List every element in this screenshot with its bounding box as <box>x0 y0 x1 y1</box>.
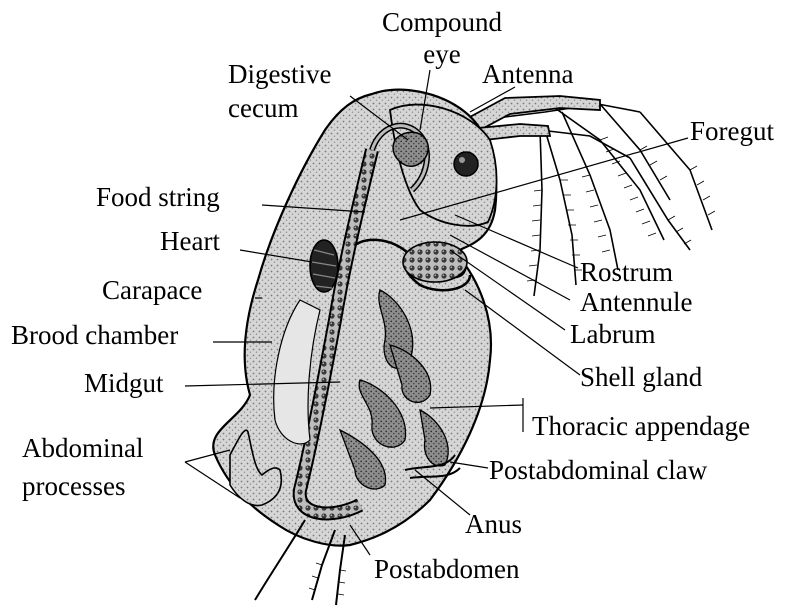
label-postabdominal-claw: Postabdominal claw <box>489 456 707 484</box>
label-antennule: Antennule <box>580 288 692 316</box>
label-abdominal-processes-line2: processes <box>22 472 125 500</box>
label-abdominal-processes-line1: Abdominal <box>22 434 144 462</box>
label-rostrum: Rostrum <box>580 258 673 286</box>
label-digestive-cecum-line2: cecum <box>228 94 298 122</box>
label-carapace: Carapace <box>102 276 202 304</box>
label-digestive-cecum-line1: Digestive <box>228 60 331 88</box>
label-midgut: Midgut <box>84 369 164 397</box>
label-postabdomen: Postabdomen <box>374 555 520 583</box>
label-antenna: Antenna <box>482 60 573 88</box>
ganglion-cluster <box>403 242 467 282</box>
label-anus: Anus <box>465 510 522 538</box>
label-compound-eye-line1: Compound <box>372 8 512 36</box>
label-shell-gland: Shell gland <box>580 363 702 391</box>
label-food-string: Food string <box>96 183 220 211</box>
digestive-cecum-shape <box>393 132 428 166</box>
label-thoracic-appendage: Thoracic appendage <box>532 412 750 440</box>
label-foregut: Foregut <box>690 117 774 145</box>
label-brood-chamber: Brood chamber <box>11 321 178 349</box>
compound-eye-shape <box>454 152 478 176</box>
label-labrum: Labrum <box>570 320 655 348</box>
label-heart: Heart <box>160 227 220 255</box>
